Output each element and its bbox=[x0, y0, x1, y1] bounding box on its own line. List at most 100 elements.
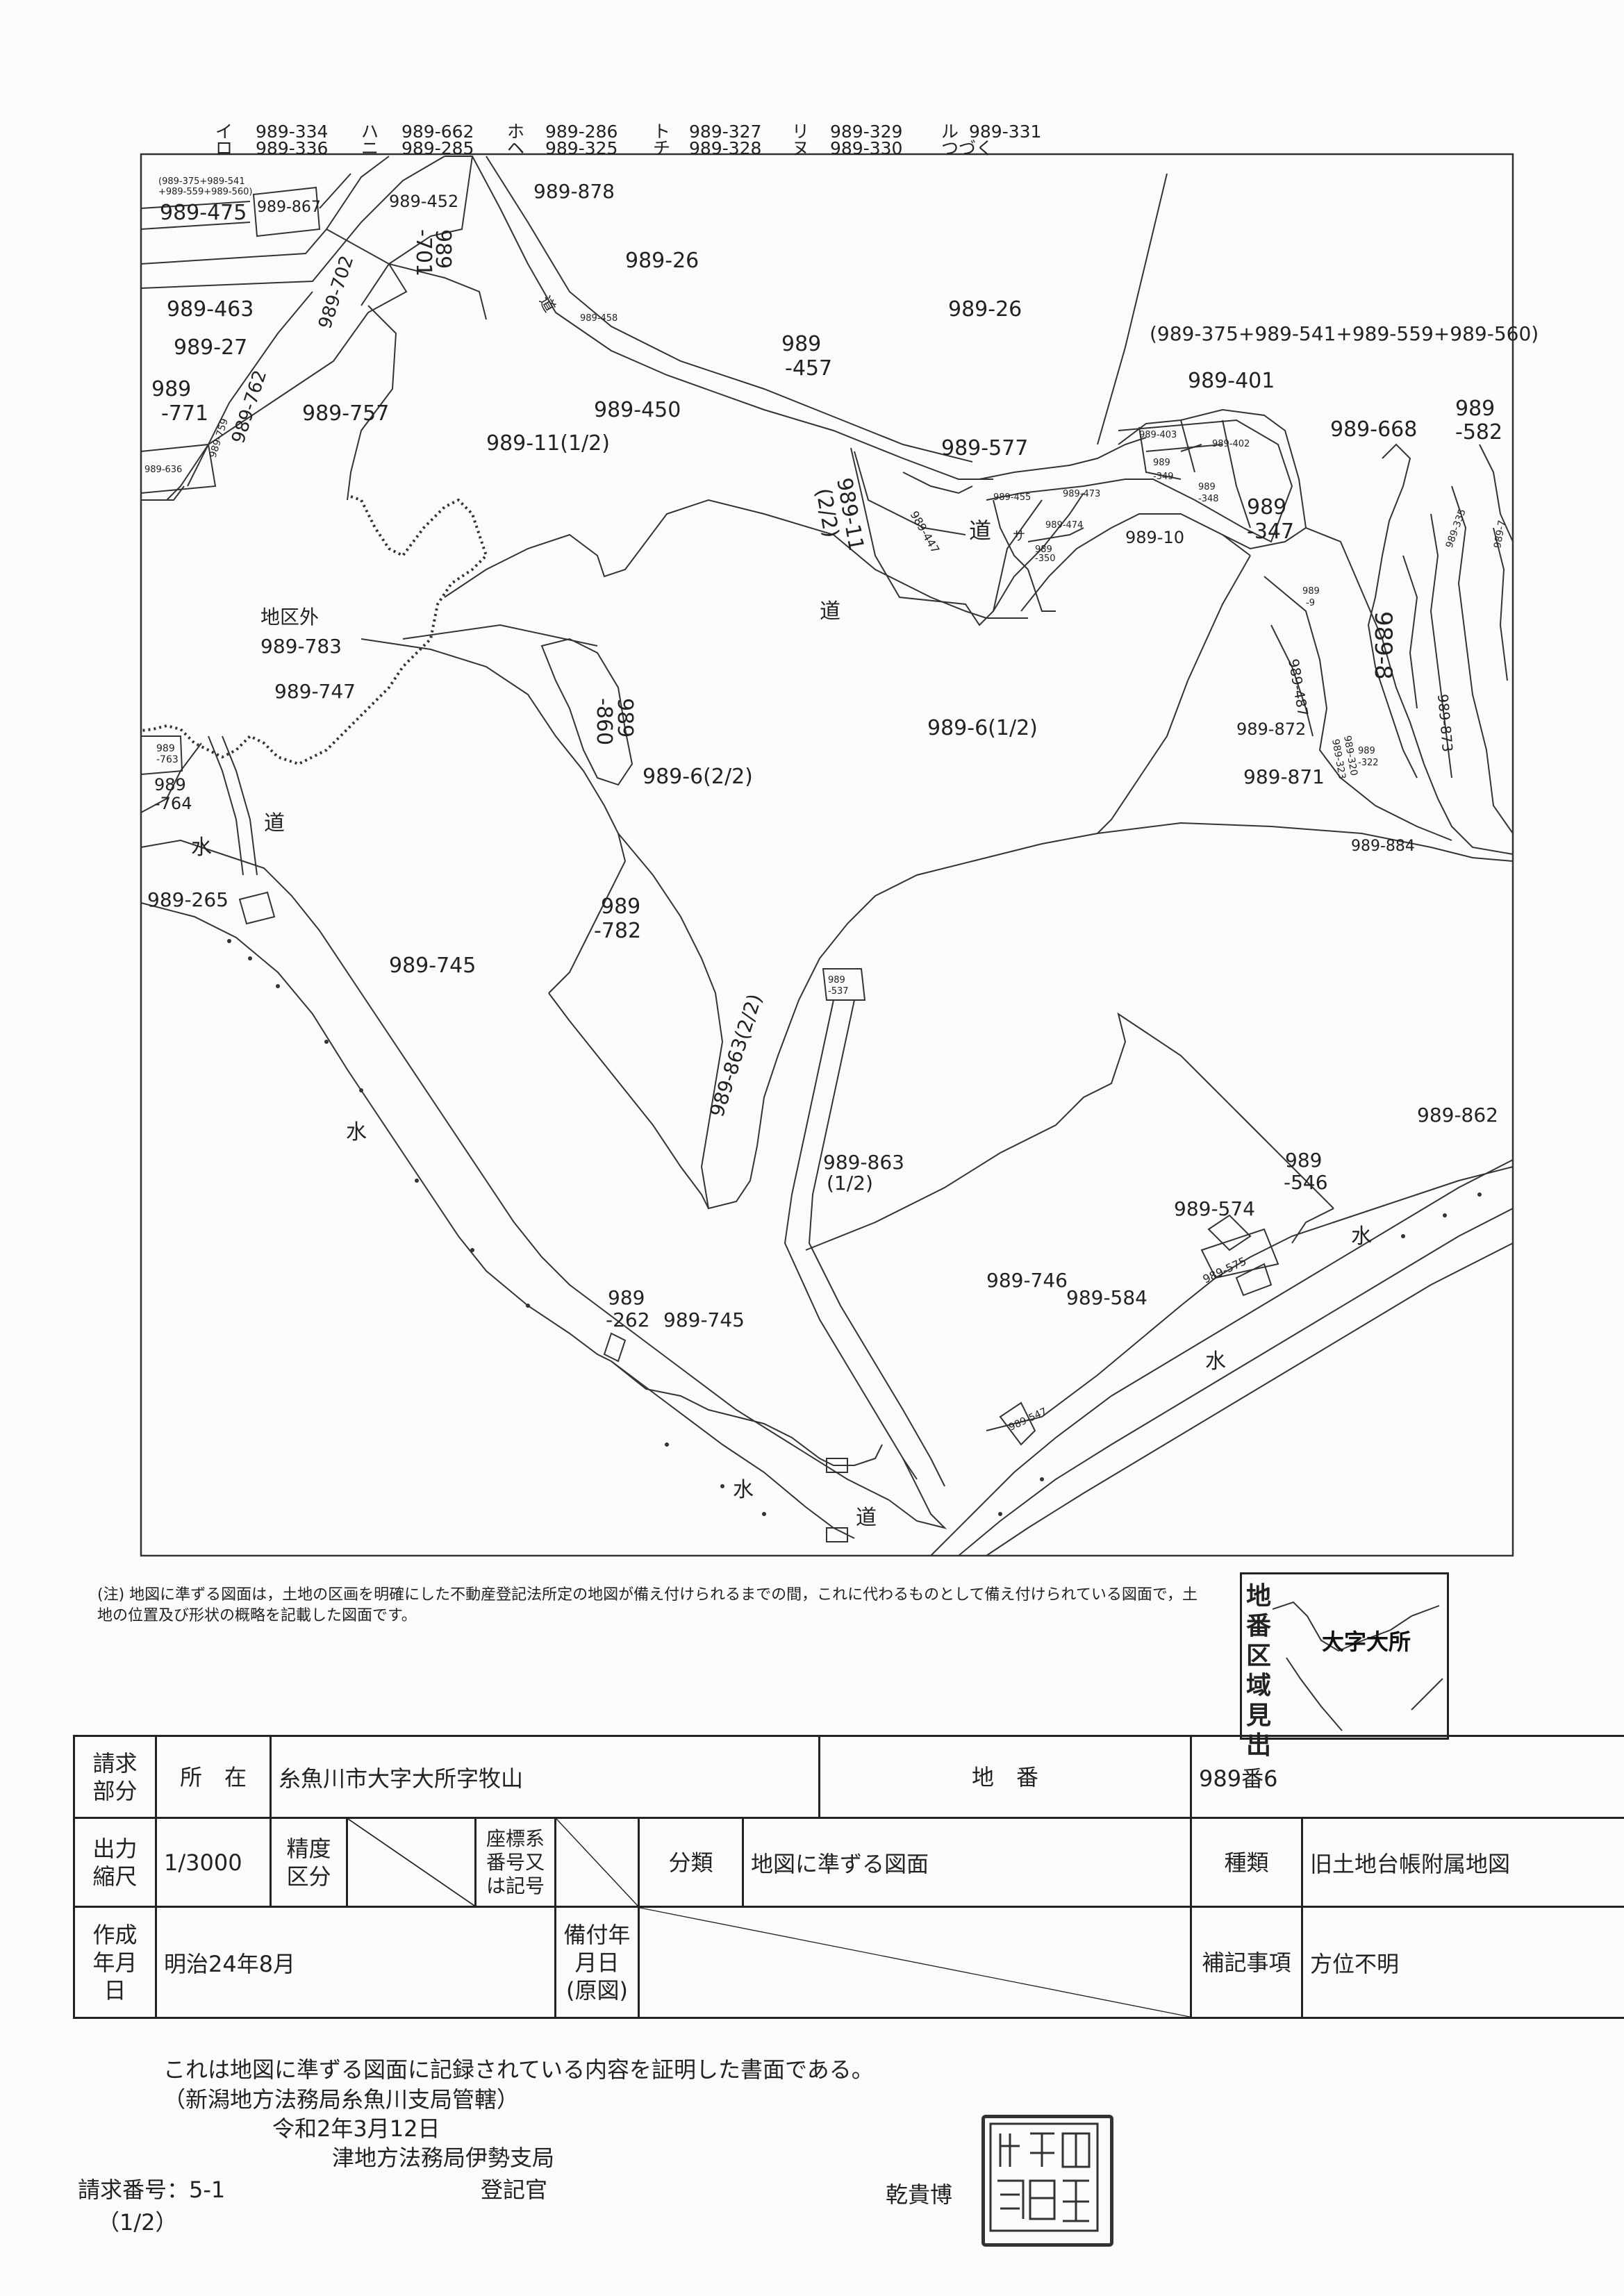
water-label: 水 bbox=[346, 1120, 367, 1145]
parcel-label: 989-584 bbox=[1066, 1286, 1147, 1309]
water-label: 水 bbox=[1351, 1224, 1372, 1249]
water-boundary-markers bbox=[227, 939, 1482, 1516]
parcel-label: 989-863 bbox=[823, 1151, 904, 1174]
parcel-label: (1/2) bbox=[827, 1172, 873, 1195]
parcel-label: 989-574 bbox=[1174, 1197, 1255, 1220]
certification-date: 令和2年3月12日 bbox=[272, 2115, 440, 2142]
area-index-title: 地番区域見出 bbox=[1246, 1582, 1272, 1760]
legend-mark: ハ bbox=[361, 122, 379, 142]
road-label: 道 bbox=[856, 1506, 877, 1530]
parcel-label: -322 bbox=[1358, 758, 1379, 768]
parcel-label: 989-745 bbox=[663, 1308, 745, 1331]
legend-mark: ト bbox=[653, 122, 670, 142]
parcel-label: 989-871 bbox=[1243, 765, 1325, 788]
parcel-label: 989-11(1/2) bbox=[486, 431, 610, 456]
parcel-label: -782 bbox=[594, 919, 641, 943]
created-date-value: 明治24年8月 bbox=[155, 1906, 556, 2019]
parcel-label: 989-783 bbox=[260, 635, 342, 658]
parcel-label: -457 bbox=[785, 356, 832, 381]
parcel-label: 989-7 bbox=[1492, 519, 1508, 549]
parcel-label: 989-10 bbox=[1125, 528, 1184, 547]
parcel-label: 989-455 bbox=[993, 492, 1031, 503]
parcel-label: -764 bbox=[154, 794, 192, 813]
officer-title: 登記官 bbox=[481, 2177, 548, 2203]
legend-value: 989-329 bbox=[830, 122, 902, 142]
legend-mark: ヘ bbox=[507, 138, 524, 158]
parcel-label: -701 bbox=[411, 229, 436, 276]
parcel-label: 989-6(2/2) bbox=[643, 765, 753, 789]
legend-value: 989-330 bbox=[830, 138, 902, 158]
location-label: 所 在 bbox=[155, 1735, 272, 1819]
coordinate-value-empty bbox=[554, 1817, 640, 1908]
parcel-label: -860 bbox=[592, 698, 616, 745]
parcel-label: -546 bbox=[1284, 1171, 1328, 1194]
area-index-outline bbox=[1273, 1601, 1443, 1731]
parcel-label: 989 bbox=[1358, 746, 1375, 756]
lot-label: 地 番 bbox=[818, 1735, 1193, 1819]
legend-value: 989-327 bbox=[689, 122, 761, 142]
parcel-label: 989 bbox=[608, 1286, 645, 1309]
parcel-label: -771 bbox=[161, 401, 208, 426]
legend-mark: ヌ bbox=[792, 138, 809, 158]
category-label: 分類 bbox=[638, 1817, 744, 1908]
parcel-label: 989-265 bbox=[147, 888, 229, 911]
parcel-labels: (989-375+989-541 +989-559+989-560) 989-4… bbox=[144, 176, 1539, 1530]
remarks-label: 補記事項 bbox=[1190, 1906, 1304, 2019]
parcel-label: 989-867 bbox=[257, 199, 321, 216]
accuracy-label: 精度区分 bbox=[270, 1817, 348, 1908]
request-section-label: 請求部分 bbox=[73, 1735, 157, 1819]
parcel-label: 989-8 bbox=[1369, 611, 1397, 680]
parcel-label: 989-26 bbox=[948, 297, 1022, 322]
parcel-label: 989-575 bbox=[1201, 1254, 1249, 1286]
parcel-label: 989 bbox=[601, 895, 640, 919]
parcel-label: 989-450 bbox=[594, 398, 681, 422]
legend-mark: リ bbox=[792, 122, 809, 142]
parcel-label: 989-746 bbox=[986, 1269, 1068, 1292]
parcel-label: 989-401 bbox=[1188, 369, 1275, 393]
parcel-label: +989-559+989-560) bbox=[158, 187, 253, 197]
parcel-label: -9 bbox=[1306, 598, 1315, 608]
parcel-label: 989-668 bbox=[1330, 417, 1417, 442]
parcel-label: -348 bbox=[1198, 494, 1219, 504]
certification-statement: これは地図に準ずる図面に記録されている内容を証明した書面である。 bbox=[163, 2056, 874, 2083]
installed-date-label: 備付年月日(原図) bbox=[554, 1906, 640, 2019]
parcel-label: (989-375+989-541+989-559+989-560) bbox=[1150, 322, 1539, 345]
parcel-label: -349 bbox=[1153, 472, 1174, 482]
parcel-label: 989 bbox=[1285, 1149, 1322, 1172]
legend-value: 989-285 bbox=[401, 138, 474, 158]
map-note: (注) 地図に準ずる図面は，土地の区画を明確にした不動産登記法所定の地図が備え付… bbox=[97, 1586, 1198, 1624]
request-number: 請求番号：5-1 bbox=[78, 2177, 226, 2203]
legend-value: 989-662 bbox=[401, 122, 474, 142]
parcel-label: 989-447 bbox=[908, 509, 943, 556]
parcel-label: -537 bbox=[828, 986, 849, 997]
legend-mark: ル bbox=[941, 122, 959, 142]
parcel-label: 989-473 bbox=[1063, 489, 1100, 499]
coordinate-system-label: 座標系番号又は記号 bbox=[474, 1817, 556, 1908]
cadastral-map: イ 989-334 ロ 989-336 ハ 989-662 ニ 989-285 … bbox=[140, 122, 1539, 1557]
water-label: 水 bbox=[733, 1478, 754, 1502]
parcel-label: 989-335 bbox=[1444, 508, 1468, 549]
parcel-label: 989-872 bbox=[1236, 719, 1306, 739]
water-label: 水 bbox=[191, 835, 212, 860]
parcel-label: 989-402 bbox=[1212, 439, 1250, 449]
parcel-label: 989-878 bbox=[533, 180, 615, 203]
legend-mark: ロ bbox=[215, 138, 233, 158]
legend-value: 989-336 bbox=[256, 138, 328, 158]
parcel-label: 989-547 bbox=[1007, 1406, 1049, 1433]
parcel-label: 989-27 bbox=[174, 335, 247, 360]
parcel-label: 989-884 bbox=[1351, 838, 1415, 855]
parcel-label: 989 bbox=[828, 975, 845, 985]
page-number: （1/2） bbox=[97, 2209, 178, 2236]
parcel-label: 989 bbox=[156, 743, 175, 754]
parcel-label: 989-863(2/2) bbox=[705, 991, 766, 1120]
parcel-label: 989 bbox=[154, 775, 186, 795]
legend-value: 989-325 bbox=[545, 138, 618, 158]
parcel-boundaries bbox=[140, 156, 1514, 1556]
certification-jurisdiction: （新潟地方法務局糸魚川支局管轄） bbox=[163, 2086, 520, 2113]
officer-name: 乾貴博 bbox=[886, 2181, 953, 2208]
created-date-label: 作成年月日 bbox=[73, 1906, 157, 2019]
category-value: 地図に準ずる図面 bbox=[741, 1817, 1193, 1908]
output-scale-label: 出力縮尺 bbox=[73, 1817, 157, 1908]
road-label: 道 bbox=[969, 517, 991, 544]
legend-continues: つづく bbox=[941, 138, 993, 158]
